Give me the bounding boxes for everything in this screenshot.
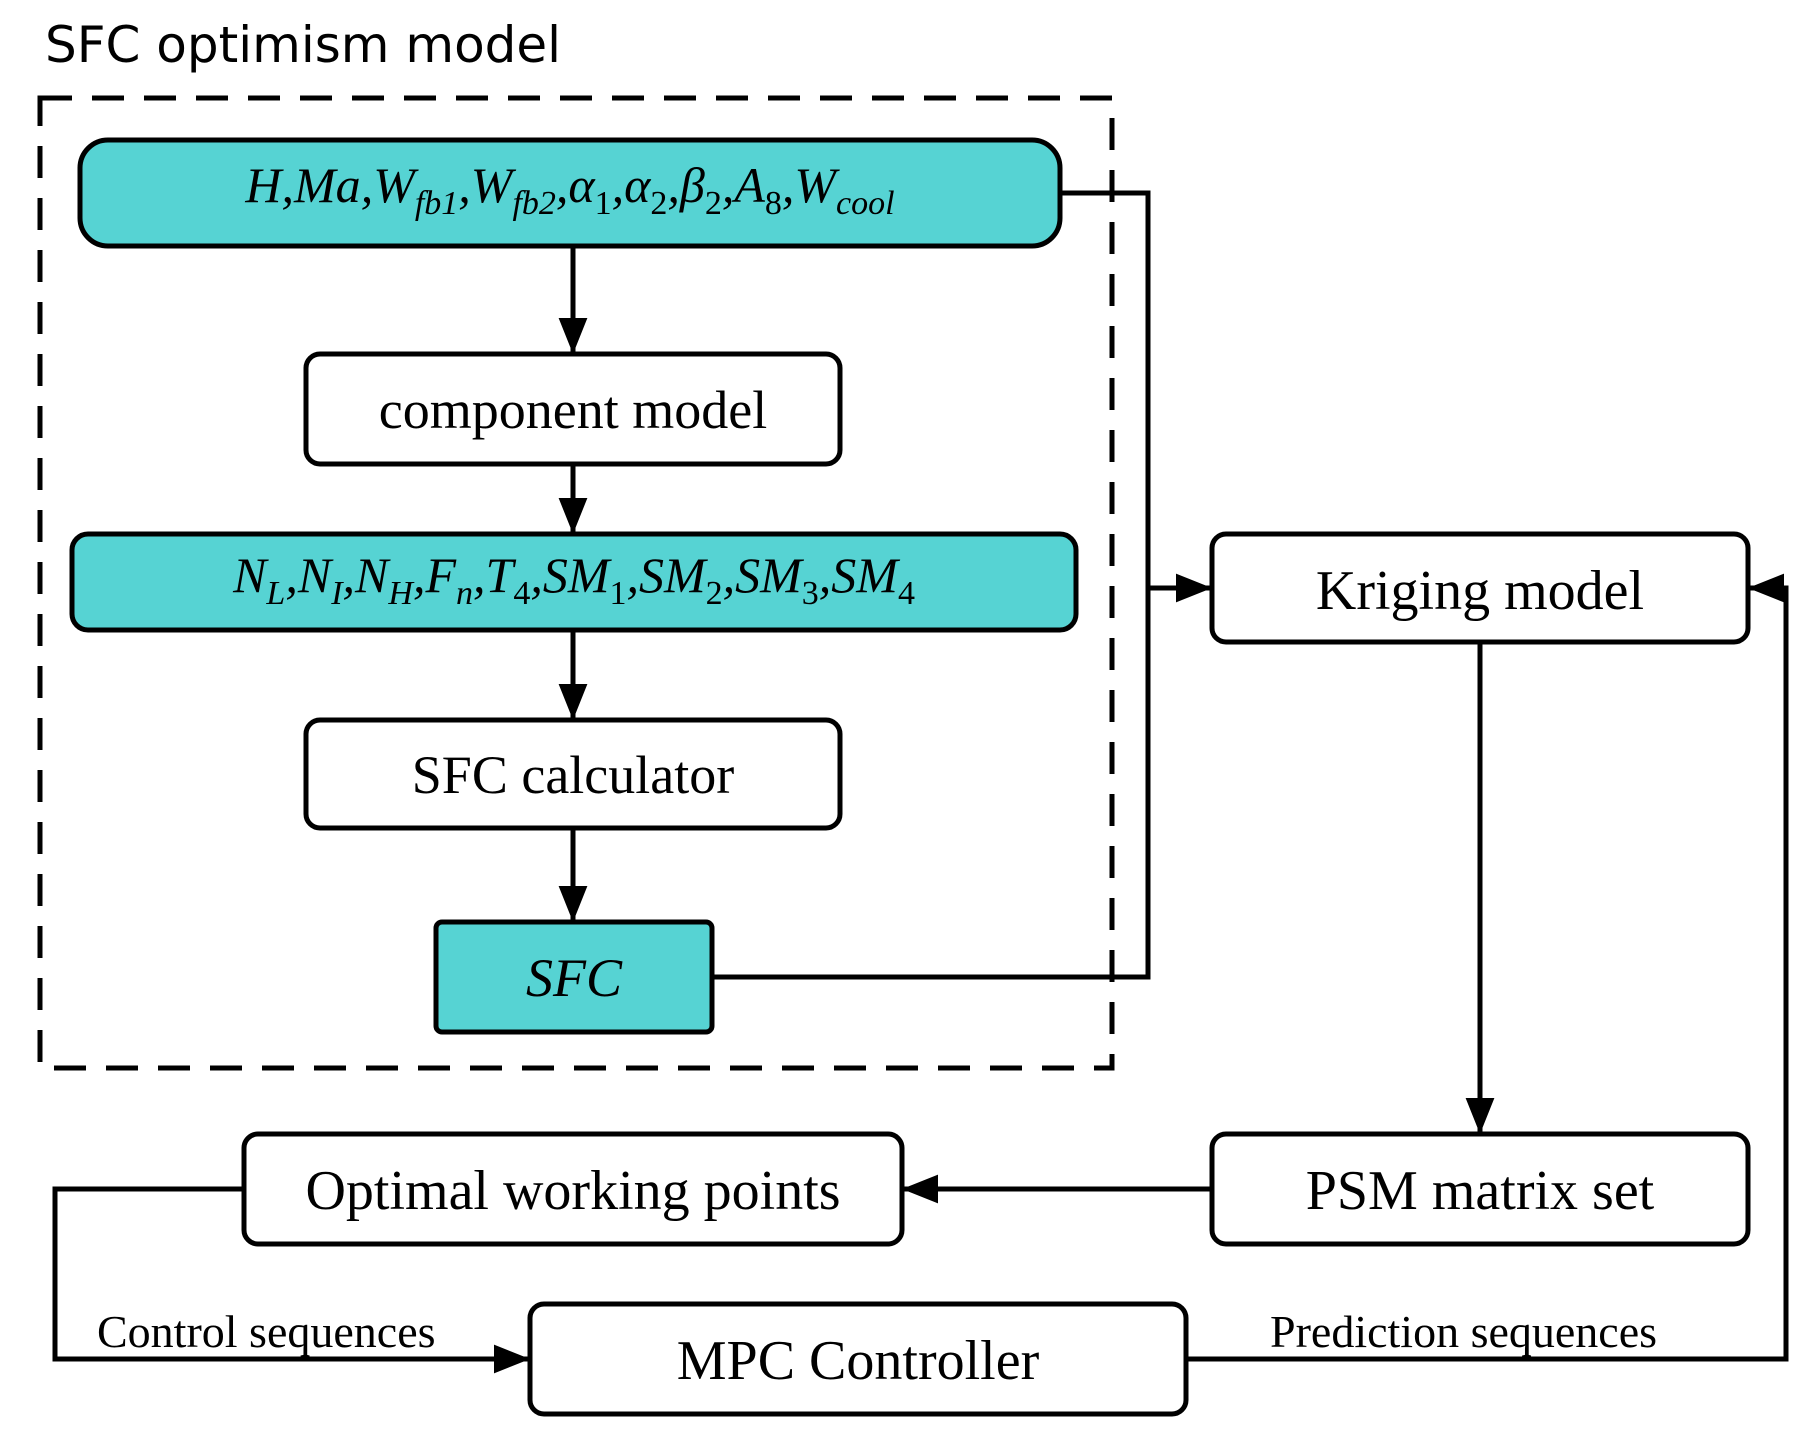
mpc-controller-label: MPC Controller	[677, 1330, 1040, 1392]
optimal-working-points-label: Optimal working points	[305, 1160, 840, 1222]
kriging-model-node: Kriging model	[1209, 531, 1751, 645]
sfc-calculator-node: SFC calculator	[303, 717, 843, 831]
prediction-sequences-label: Prediction sequences	[1270, 1306, 1657, 1357]
kriging-model-label: Kriging model	[1316, 560, 1644, 622]
edge-mpc-to-kriging	[1186, 573, 1789, 1362]
group-title: SFC optimism model	[45, 16, 561, 74]
psm-matrix-set-node: PSM matrix set	[1209, 1131, 1751, 1247]
sfc-node: SFC	[433, 919, 715, 1035]
edge-inputs-to-bus	[1060, 190, 1151, 588]
edges	[52, 190, 1789, 1374]
sfc-optimism-group-boundary	[37, 95, 1115, 1071]
psm-matrix-set-label: PSM matrix set	[1306, 1160, 1655, 1222]
control-sequences-label: Control sequences	[97, 1306, 436, 1357]
optimal-working-points-node: Optimal working points	[241, 1131, 905, 1247]
inputs-node-label: H,Ma,Wfb1,Wfb2,α1,α2,β2,A8,Wcool	[244, 157, 894, 222]
edge-optimal-to-mpc	[52, 1186, 530, 1374]
component-model-node: component model	[303, 351, 843, 467]
sfc-node-label: SFC	[526, 948, 623, 1008]
outputs-node: NL,NI,NH,Fn,T4,SM1,SM2,SM3,SM4	[69, 531, 1079, 633]
mpc-controller-node: MPC Controller	[527, 1301, 1189, 1417]
sfc-calculator-label: SFC calculator	[412, 745, 734, 805]
outputs-node-label: NL,NI,NH,Fn,T4,SM1,SM2,SM3,SM4	[232, 547, 915, 612]
inputs-node: H,Ma,Wfb1,Wfb2,α1,α2,β2,A8,Wcool	[77, 137, 1063, 249]
edge-sfc-to-bus	[712, 588, 1151, 980]
component-model-label: component model	[379, 380, 767, 440]
